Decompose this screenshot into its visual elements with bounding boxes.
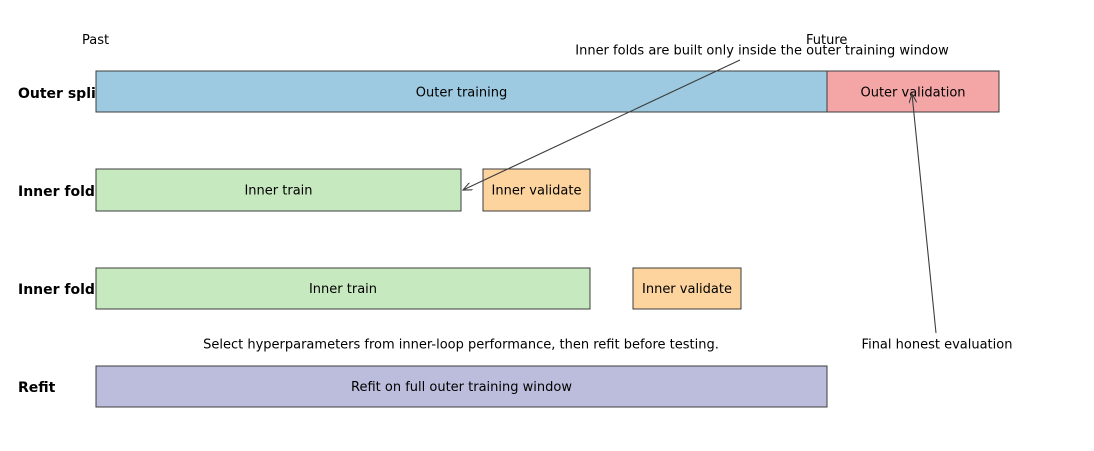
row-label-refit: Refit — [18, 380, 56, 396]
fold1-validate-rect — [482, 168, 591, 212]
fold1-train-block: Inner train — [95, 168, 462, 212]
refit-block: Refit on full outer training window — [95, 365, 828, 408]
refit-label: Refit on full outer training window — [351, 380, 572, 395]
timeline-end-label: Future — [806, 33, 847, 48]
refit-rect — [95, 365, 828, 408]
final-evaluation-arrow — [912, 94, 937, 334]
row-label-inner-fold-2: Inner fold 2 — [18, 282, 110, 298]
select-hyperparameters-note: Select hyperparameters from inner-loop p… — [203, 338, 719, 353]
inner-folds-arrow — [463, 59, 741, 190]
fold2-train-label: Inner train — [309, 282, 377, 297]
fold1-train-label: Inner train — [244, 184, 312, 199]
fold2-validate-block: Inner validate — [632, 267, 742, 310]
fold2-train-rect — [95, 267, 591, 310]
outer-validation-label: Outer validation — [860, 86, 965, 101]
fold1-validate-label: Inner validate — [492, 184, 582, 199]
fold2-validate-label: Inner validate — [642, 282, 732, 297]
fold2-train-block: Inner train — [95, 267, 591, 310]
row-label-outer-split: Outer split — [18, 86, 103, 102]
inner-folds-note: Inner folds are built only inside the ou… — [575, 44, 949, 59]
final-evaluation-note: Final honest evaluation — [862, 338, 1013, 353]
fold2-validate-rect — [632, 267, 742, 310]
row-label-inner-fold-1: Inner fold 1 — [18, 184, 110, 200]
outer-training-rect — [95, 70, 828, 113]
outer-training-block: Outer training — [95, 70, 828, 113]
timeline-start-label: Past — [82, 33, 109, 48]
fold1-validate-block: Inner validate — [482, 168, 591, 212]
fold1-train-rect — [95, 168, 462, 212]
outer-training-label: Outer training — [416, 86, 507, 101]
